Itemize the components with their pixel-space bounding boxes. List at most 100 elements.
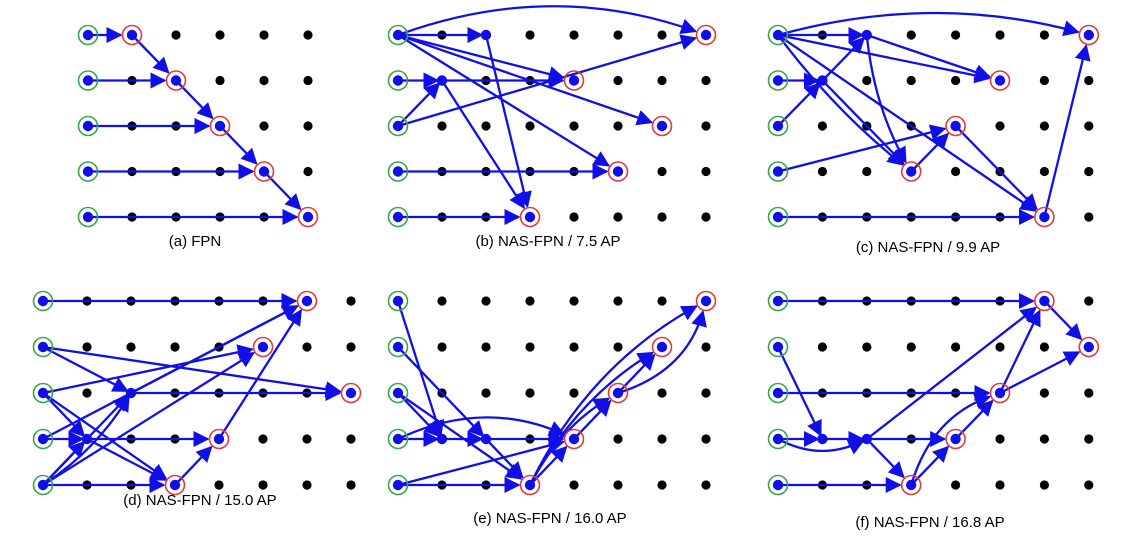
edge-arrow xyxy=(868,440,905,479)
grid-node xyxy=(951,480,961,490)
grid-node xyxy=(346,480,356,490)
grid-node xyxy=(657,30,667,40)
grid-node xyxy=(126,342,136,352)
output-node xyxy=(213,433,225,445)
grid-node xyxy=(1084,434,1094,444)
panel-caption-b: (b) NAS-FPN / 7.5 AP xyxy=(475,233,620,250)
edge-arrow xyxy=(399,349,485,438)
edge-arrow xyxy=(401,5,698,35)
grid-node xyxy=(701,388,711,398)
grid-node xyxy=(82,388,92,398)
grid-node xyxy=(303,30,313,40)
output-ring xyxy=(695,290,717,312)
grid-node xyxy=(346,296,356,306)
edge-arrow xyxy=(823,81,905,165)
edge-arrow xyxy=(265,172,302,211)
grid-node xyxy=(525,30,535,40)
input-ring xyxy=(767,336,789,358)
edge-arrow xyxy=(912,445,950,484)
output-ring xyxy=(651,336,673,358)
grid-node xyxy=(569,480,579,490)
output-node xyxy=(1039,211,1050,223)
input-ring xyxy=(767,24,789,46)
output-node xyxy=(1039,295,1050,307)
grid-node xyxy=(481,121,491,131)
grid-node xyxy=(657,388,667,398)
grid-node xyxy=(525,388,535,398)
input-ring xyxy=(32,382,54,404)
grid-node xyxy=(701,75,711,86)
grid-node xyxy=(215,75,225,86)
input-node xyxy=(772,387,784,399)
panel-caption-c: (c) NAS-FPN / 9.9 AP xyxy=(856,239,1000,256)
input-node xyxy=(772,341,784,353)
input-node xyxy=(37,387,49,399)
grid-node xyxy=(701,342,711,352)
input-node xyxy=(392,341,404,353)
edge-arrow xyxy=(46,346,342,398)
grid-node xyxy=(951,166,961,177)
input-ring xyxy=(387,336,409,358)
grid-node xyxy=(481,342,491,352)
grid-node xyxy=(259,30,269,40)
edge-arrow xyxy=(399,82,441,124)
grid-node xyxy=(701,166,711,177)
output-node xyxy=(612,387,624,399)
edge-arrow xyxy=(401,34,698,127)
output-ring xyxy=(1078,24,1100,46)
output-ring xyxy=(1034,290,1055,312)
input-node xyxy=(772,29,784,41)
grid-node xyxy=(437,342,447,352)
output-ring xyxy=(340,382,362,404)
grid-node xyxy=(481,296,491,306)
grid-node xyxy=(701,480,711,490)
grid-node xyxy=(906,342,916,352)
output-ring xyxy=(297,206,319,228)
input-node xyxy=(82,120,94,132)
input-ring xyxy=(767,70,789,91)
input-ring xyxy=(32,336,54,358)
edge-arrow xyxy=(620,310,707,394)
grid-node xyxy=(569,296,579,306)
grid-node xyxy=(951,342,961,352)
edge-arrow xyxy=(1000,309,1041,391)
grid-node xyxy=(525,121,535,131)
grid-node xyxy=(995,434,1005,444)
output-ring xyxy=(208,428,230,450)
grid-node xyxy=(171,30,181,40)
output-node xyxy=(700,29,712,41)
output-ring xyxy=(164,474,186,496)
edge-arrow xyxy=(485,37,532,208)
intermediate-node xyxy=(817,75,828,86)
panel-caption-a: (a) FPN xyxy=(169,233,222,250)
grid-node xyxy=(302,342,312,352)
grid-node xyxy=(657,434,667,444)
input-ring xyxy=(387,382,409,404)
edge-arrow xyxy=(400,36,611,167)
output-node xyxy=(906,166,917,177)
edge-arrow xyxy=(869,34,992,80)
output-ring xyxy=(1034,206,1055,228)
edges-e xyxy=(398,304,707,494)
edge-arrow xyxy=(956,127,1038,211)
edge-arrow xyxy=(1045,302,1083,341)
output-node xyxy=(950,120,961,132)
input-ring xyxy=(767,428,789,450)
edge-arrow xyxy=(401,437,565,486)
grid-node xyxy=(657,296,667,306)
edge-arrow xyxy=(45,395,130,484)
grid-node xyxy=(258,434,268,444)
input-node xyxy=(772,295,784,307)
panel-e: (e) NAS-FPN / 16.0 AP xyxy=(387,290,717,527)
edge-arrow xyxy=(531,445,568,484)
grid-node xyxy=(862,166,872,177)
grid-node xyxy=(170,342,180,352)
grid-node xyxy=(481,388,491,398)
input-ring xyxy=(387,428,409,450)
grid-node xyxy=(701,121,711,131)
output-ring xyxy=(519,206,541,228)
output-node xyxy=(612,166,624,177)
grid-node xyxy=(259,75,269,86)
grid-node xyxy=(1039,342,1049,352)
